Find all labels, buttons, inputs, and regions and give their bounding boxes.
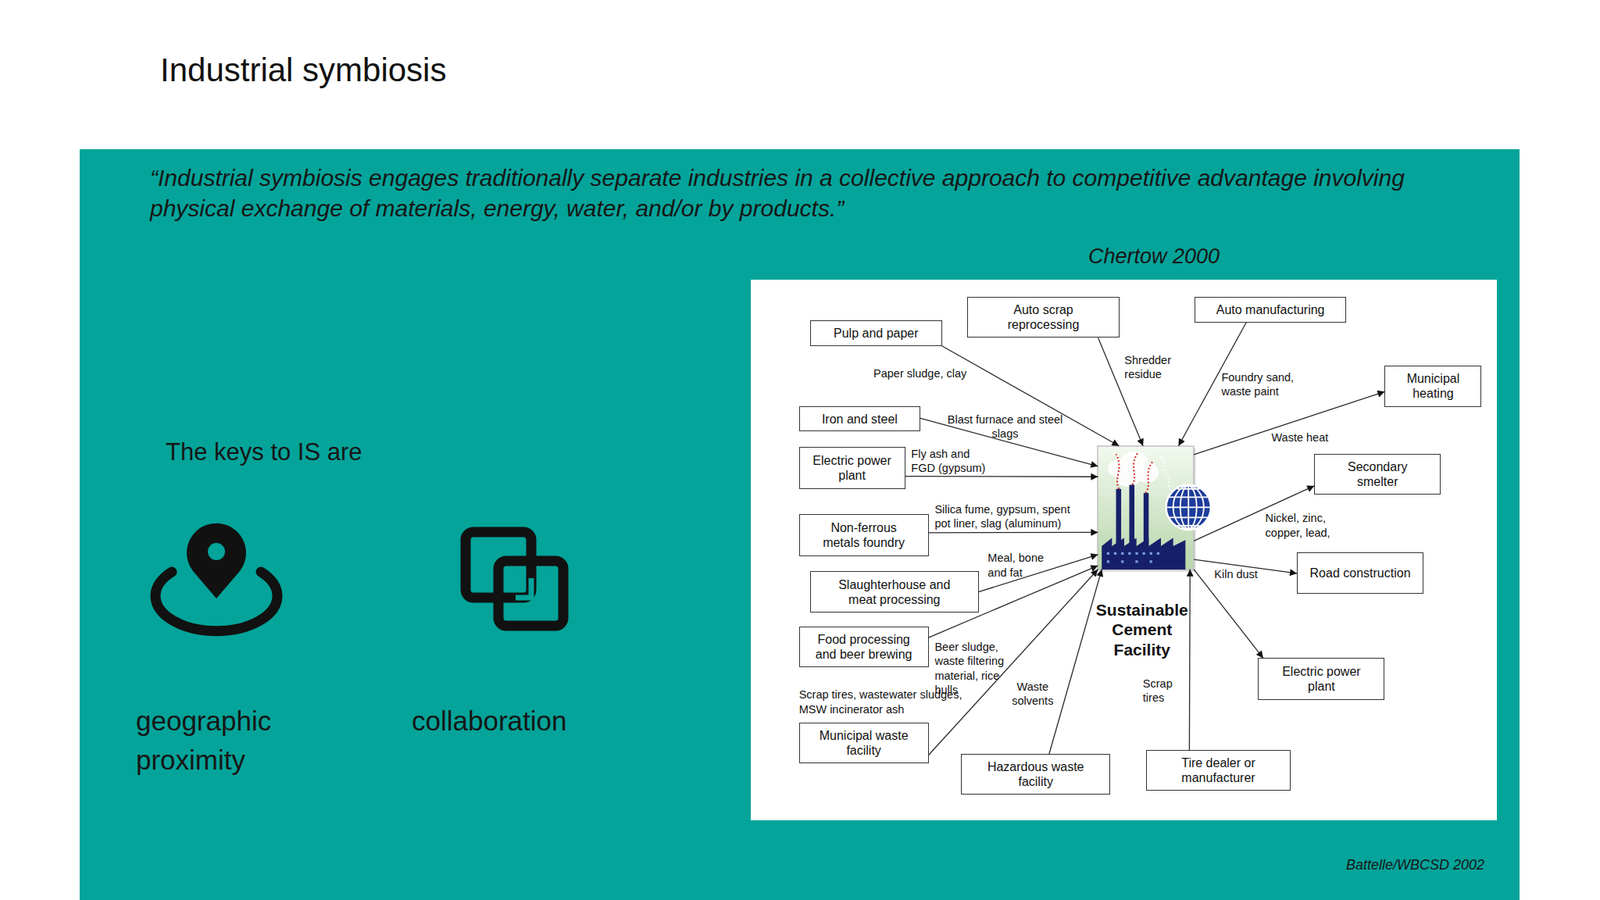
link-gap — [515, 578, 532, 598]
process-box: Municipal waste facility — [799, 722, 929, 764]
box-label: Hazardous waste facility — [982, 759, 1090, 790]
box-label: Road construction — [1310, 565, 1411, 581]
flow-arrow — [920, 417, 1098, 466]
pin-hole — [207, 542, 225, 561]
flow-arrow — [1189, 569, 1191, 750]
process-box: Auto manufacturing — [1194, 296, 1346, 323]
box-label: Iron and steel — [821, 411, 898, 427]
flow-arrow — [1049, 569, 1102, 754]
process-box: Pulp and paper — [810, 320, 942, 347]
location-pin — [186, 523, 247, 599]
key-label: collaboration — [411, 701, 567, 741]
slide-title: Industrial symbiosis — [160, 51, 447, 90]
section-heading: The keys to IS are — [165, 437, 363, 468]
box-label: Non-ferrous metals foundry — [815, 520, 913, 550]
cement-facility-illustration — [1097, 446, 1194, 570]
link-square — [498, 560, 564, 626]
box-label: Electric power plant — [1275, 664, 1368, 694]
process-box: Electric power plant — [1257, 657, 1385, 700]
location-icon — [155, 523, 278, 632]
factory-windows — [1107, 552, 1160, 564]
flow-arrow — [1098, 337, 1144, 446]
facility-heading: Sustainable Cement Facility — [1089, 600, 1195, 661]
box-label: Electric power plant — [806, 453, 899, 483]
flow-arrow — [905, 475, 1099, 478]
box-label: Secondary smelter — [1342, 459, 1414, 490]
flow-arrow — [1178, 322, 1247, 447]
process-box: Tire dealer or manufacturer — [1146, 750, 1291, 791]
quote-source: Chertow 2000 — [1088, 243, 1220, 269]
process-box: Slaughterhouse and meat processing — [810, 571, 979, 612]
collaboration-icon — [465, 532, 564, 626]
link-square — [465, 532, 532, 598]
box-label: Municipal heating — [1402, 371, 1464, 401]
facility-node: Sustainable Cement Facility — [1097, 446, 1194, 570]
process-box: Electric power plant — [799, 446, 906, 490]
flow-arrow — [1193, 391, 1385, 455]
process-box: Road construction — [1296, 552, 1424, 595]
air-trail — [1160, 456, 1172, 491]
definition-quote: “Industrial symbiosis engages traditiona… — [150, 162, 1463, 224]
box-label: Food processing and beer brewing — [809, 632, 918, 662]
process-box: Hazardous waste facility — [960, 753, 1111, 795]
box-label: Municipal waste facility — [812, 728, 915, 758]
process-box: Secondary smelter — [1314, 453, 1441, 495]
flow-arrow — [1193, 485, 1315, 541]
flow-arrow — [1193, 559, 1297, 574]
process-box: Food processing and beer brewing — [799, 626, 929, 668]
process-box: Auto scrap reprocessing — [967, 296, 1120, 338]
key-label: geographic proximity — [135, 701, 324, 780]
box-label: Tire dealer or manufacturer — [1167, 755, 1270, 786]
smoke-trails — [1116, 452, 1154, 493]
box-label: Slaughterhouse and meat processing — [830, 577, 958, 608]
flow-arrow — [1193, 569, 1264, 659]
flow-arrow — [978, 554, 1099, 593]
process-box: Municipal heating — [1384, 365, 1482, 408]
figure-source: Battelle/WBCSD 2002 — [1250, 856, 1485, 874]
box-label: Pulp and paper — [833, 325, 919, 341]
flow-arrow — [942, 346, 1120, 447]
location-ring — [155, 571, 278, 632]
box-label: Auto manufacturing — [1216, 302, 1325, 318]
flow-arrow — [928, 532, 1099, 534]
smoke-clouds — [1107, 450, 1159, 487]
box-label: Auto scrap reprocessing — [1002, 302, 1084, 333]
process-box: Iron and steel — [799, 406, 921, 433]
process-box: Non-ferrous metals foundry — [799, 514, 929, 557]
globe-symbol — [1165, 483, 1213, 531]
